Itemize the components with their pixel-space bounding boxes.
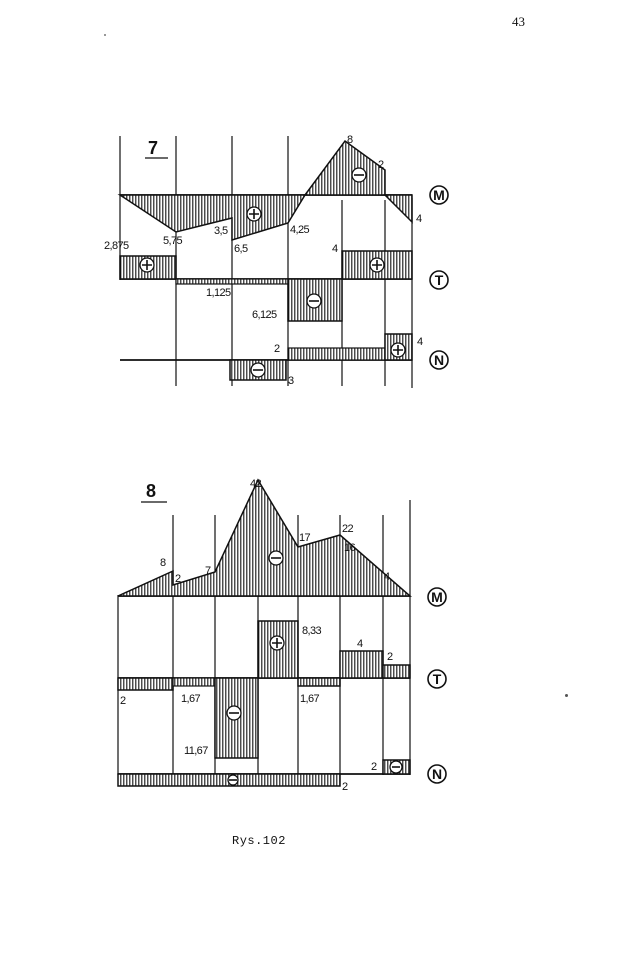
normal-block — [287, 347, 386, 361]
value-label: 2 — [342, 781, 348, 793]
moment-diagram-8: 8 2 7 42 17 22 16 4 — [117, 478, 413, 597]
value-label: 6,125 — [252, 309, 277, 321]
shear-block — [117, 677, 174, 691]
figure-caption: Rys.102 — [232, 834, 286, 848]
speck — [565, 694, 568, 697]
speck — [104, 34, 106, 36]
value-label: 4 — [417, 336, 423, 348]
value-label: 8,33 — [302, 625, 321, 637]
shear-letter: T — [433, 671, 442, 687]
figure-7-number: 7 — [148, 138, 158, 158]
shear-letter-circle — [429, 270, 449, 290]
value-label: 4 — [357, 638, 363, 650]
shear-block — [214, 677, 259, 759]
value-label: 11,67 — [184, 745, 208, 757]
value-label: 8 — [160, 557, 166, 569]
value-label: 17 — [299, 532, 311, 544]
moment-diagram-7: 2,875 5,75 3,5 6,5 4,25 8 2 4 — [104, 134, 423, 255]
moment-area-negative — [117, 478, 413, 597]
value-label: 2 — [120, 695, 126, 707]
page-number: 43 — [512, 14, 525, 29]
shear-block — [175, 278, 289, 285]
shear-diagram-7: 1,125 6,125 4 — [119, 243, 413, 322]
figure-8: 8 8 2 7 42 17 22 16 4 — [117, 478, 447, 793]
value-label: 1,67 — [181, 693, 200, 705]
normal-letter-circle — [427, 764, 447, 784]
normal-diagram-8: 2 2 — [117, 759, 411, 793]
normal-letter: N — [432, 766, 442, 782]
value-label: 1,67 — [300, 693, 319, 705]
shear-block — [339, 650, 384, 679]
shear-block — [172, 677, 216, 687]
value-label: 3,5 — [214, 225, 228, 237]
value-label: 5,75 — [163, 235, 182, 247]
shear-block — [382, 664, 411, 679]
moment-letter-circle — [429, 185, 449, 205]
value-label: 42 — [250, 478, 262, 490]
shear-letter-circle — [427, 669, 447, 689]
moment-letter: M — [433, 187, 445, 203]
value-label: 4 — [416, 213, 422, 225]
value-label: 2 — [371, 761, 377, 773]
figure-8-number: 8 — [146, 481, 156, 501]
moment-area-negative — [303, 139, 386, 196]
value-label: 3 — [288, 375, 294, 387]
moment-letter-circle — [427, 587, 447, 607]
value-label: 2 — [378, 159, 384, 171]
normal-letter-circle — [429, 350, 449, 370]
value-label: 22 — [342, 523, 354, 535]
figure-7: 7 2,875 5,75 3,5 6,5 4,25 — [104, 134, 449, 388]
value-label: 4 — [384, 571, 390, 583]
value-label: 1,125 — [206, 287, 231, 299]
value-label: 4 — [332, 243, 338, 255]
value-label: 8 — [347, 134, 353, 146]
value-label: 2,875 — [104, 240, 129, 252]
shear-diagram-8: 2 1,67 11,67 8,33 1,67 4 2 — [117, 620, 411, 759]
moment-letter: M — [431, 589, 443, 605]
value-label: 16 — [344, 542, 356, 554]
shear-block — [297, 677, 341, 687]
value-label: 7 — [205, 565, 211, 577]
normal-letter: N — [434, 352, 444, 368]
value-label: 2 — [387, 651, 393, 663]
moment-area-end — [383, 194, 413, 224]
shear-letter: T — [435, 272, 444, 288]
normal-diagram-7: 2 3 4 — [120, 333, 424, 387]
value-label: 4,25 — [290, 224, 309, 236]
value-label: 2 — [274, 343, 280, 355]
value-label: 6,5 — [234, 243, 248, 255]
moment-area-positive — [117, 194, 307, 242]
value-label: 2 — [175, 573, 181, 585]
